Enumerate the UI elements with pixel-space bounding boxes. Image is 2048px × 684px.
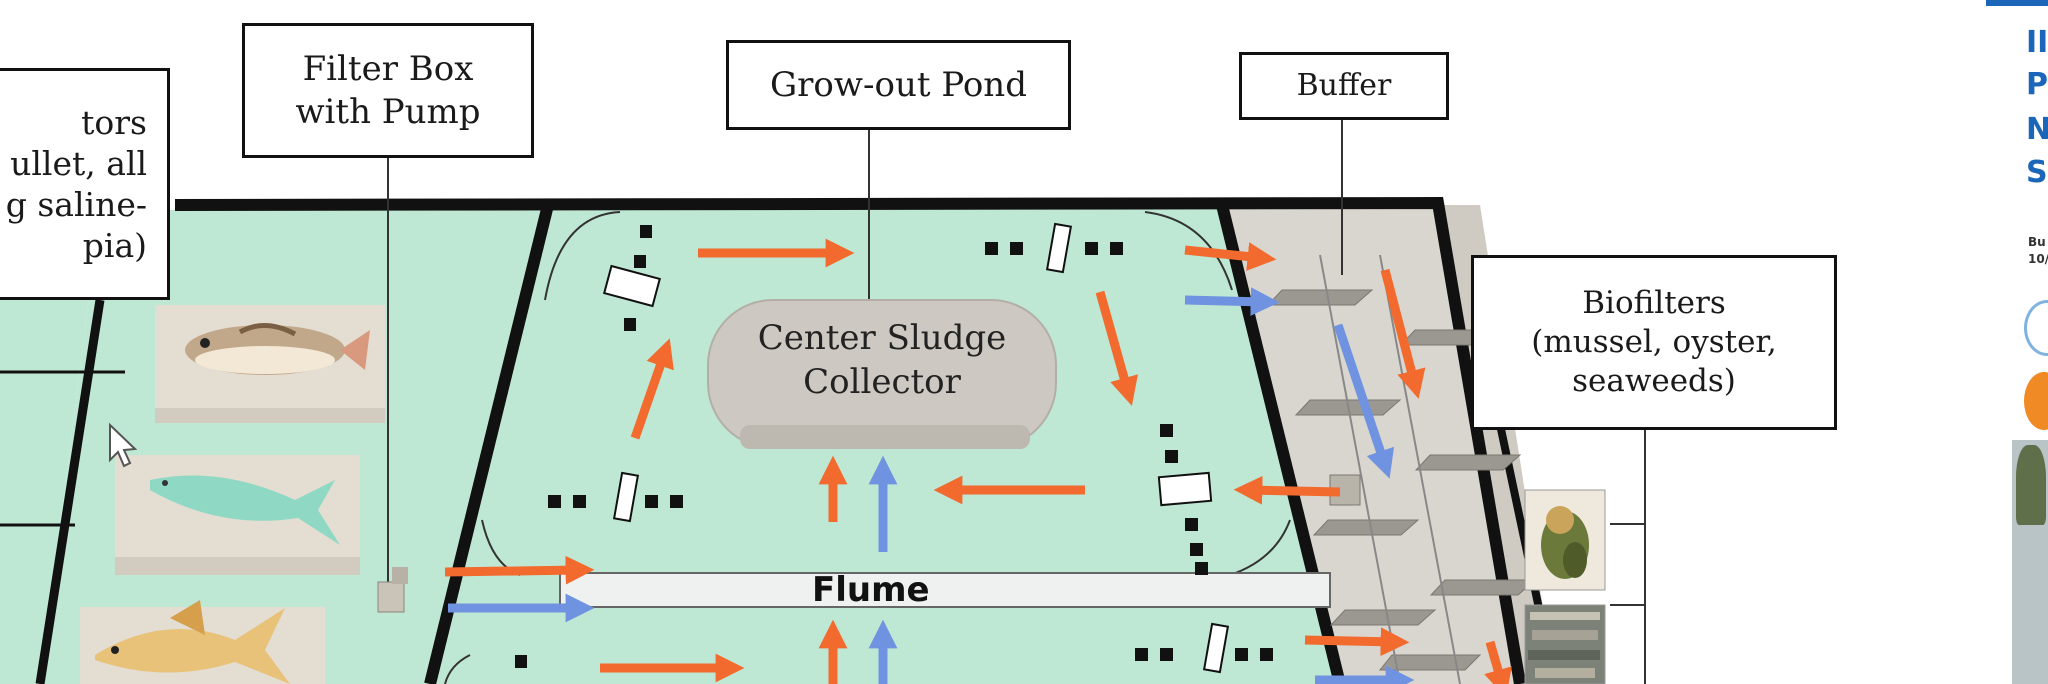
flume-label: Flume xyxy=(812,570,930,610)
document-photo-tree xyxy=(2016,445,2046,525)
flow-arrows-blue xyxy=(448,287,1415,684)
sludge-collector-line: Center Sludge xyxy=(757,318,1007,358)
filter-box-label-line: Filter Box xyxy=(302,49,474,89)
buffer-zone xyxy=(1222,205,1515,684)
cursor-icon xyxy=(109,422,138,468)
pond-inner-corner xyxy=(444,654,471,684)
document-small-text: Bu xyxy=(2028,235,2046,249)
adjacent-document: II P N S Bu 10/ xyxy=(1986,0,2048,684)
pond-inner-corner xyxy=(1144,211,1233,291)
biofilters-label-line: seaweeds) xyxy=(1572,362,1736,399)
buffer-label-text: Buffer xyxy=(1296,68,1392,104)
document-small-text: 10/ xyxy=(2028,252,2048,266)
growout-pond-label: Grow-out Pond xyxy=(726,40,1071,130)
filter-pump-icon xyxy=(377,567,408,613)
pond-inner-corner xyxy=(544,211,621,301)
biofilters-label: Biofilters (mussel, oyster, seaweeds) xyxy=(1471,255,1837,430)
document-heading-letter: II xyxy=(2026,25,2048,60)
species-label-line: ullet, all xyxy=(10,143,147,183)
document-heading-letter: S xyxy=(2026,155,2048,190)
species-label: tors ullet, all g saline- pia) xyxy=(0,68,170,300)
document-heading-letter: N xyxy=(2026,112,2048,147)
buffer-label: Buffer xyxy=(1239,52,1449,120)
buffer-rail xyxy=(1379,254,1461,684)
growout-pond-label-text: Grow-out Pond xyxy=(770,64,1027,105)
flow-arrows-orange xyxy=(444,238,1512,684)
fish-3-icon xyxy=(80,600,325,684)
baffle-gates xyxy=(603,222,1230,674)
baffles xyxy=(515,225,1273,668)
sludge-collector-label: Center Sludge Collector xyxy=(708,316,1056,404)
document-top-bar xyxy=(1986,0,2048,6)
buffer-rail xyxy=(1319,254,1401,684)
pond-outline xyxy=(174,196,1526,684)
filter-box-label-line: with Pump xyxy=(295,91,481,132)
biofilters-label-line: Biofilters xyxy=(1582,285,1726,322)
biofilters-label-line: (mussel, oyster, xyxy=(1531,324,1777,361)
species-culture-zone xyxy=(0,210,100,684)
pond-inner-corner xyxy=(1229,519,1291,576)
species-label-line: tors xyxy=(81,102,147,142)
oyster-bed-image xyxy=(1524,604,1606,684)
mussel-image xyxy=(1524,489,1606,591)
flume-channel xyxy=(559,572,1331,608)
left-outline xyxy=(35,299,105,684)
species-label-line: g saline- xyxy=(5,185,147,224)
sludge-collector-line: Collector xyxy=(803,362,961,403)
filter-box-label: Filter Box with Pump xyxy=(242,23,534,158)
fish-2-icon xyxy=(115,455,360,575)
document-orange-icon xyxy=(2024,372,2048,430)
fish-1-icon xyxy=(155,305,385,423)
document-heading-letter: P xyxy=(2026,67,2048,102)
species-label-line: pia) xyxy=(82,226,147,266)
sludge-collector-base xyxy=(740,425,1030,449)
document-circle-icon xyxy=(2024,300,2048,356)
